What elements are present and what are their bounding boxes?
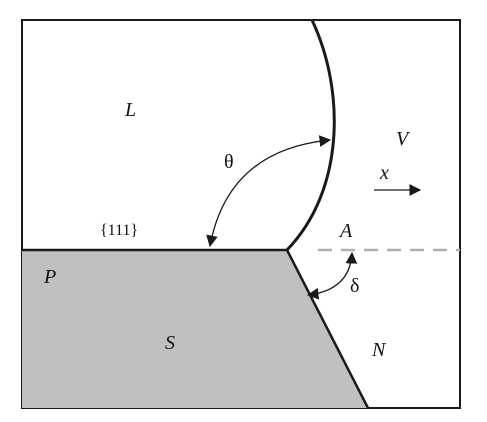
label-solid: S <box>165 332 175 354</box>
solid-region <box>22 250 368 408</box>
delta-angle-arrow <box>306 251 358 300</box>
label-region-n: N <box>371 339 387 361</box>
label-vapor: V <box>396 128 411 150</box>
label-facet: {111} <box>100 222 138 239</box>
label-direction-x: x <box>379 162 389 184</box>
solid-boundary <box>285 249 370 409</box>
label-region-a: A <box>338 220 353 242</box>
label-region-p: P <box>43 266 56 288</box>
label-liquid: L <box>124 99 136 121</box>
theta-angle-arrow <box>206 135 332 248</box>
label-theta: θ <box>224 151 234 173</box>
label-delta: δ <box>350 275 359 297</box>
